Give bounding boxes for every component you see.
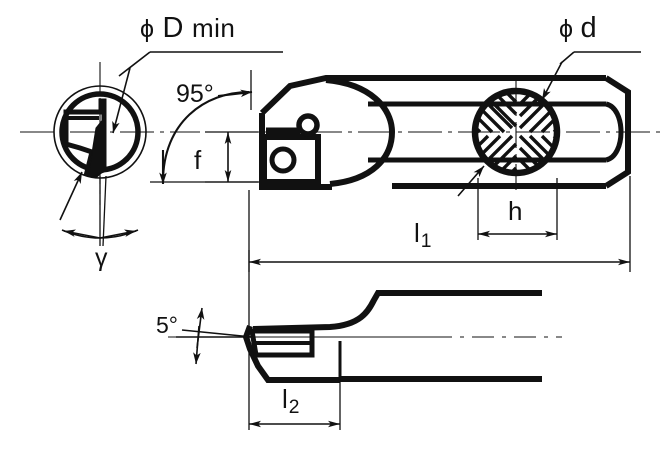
dmin-arrow-outer [59, 171, 83, 221]
angle-5-inclined-line [181, 329, 253, 338]
label-dimension-l1-base: l [414, 218, 420, 248]
label-dimension-h: h [508, 196, 523, 226]
angle-5-arrow-down [193, 325, 201, 365]
cutting-edge-wedge [87, 116, 105, 178]
label-diameter-min: ϕ D min [140, 14, 235, 43]
shank-end-cap-round [605, 101, 624, 163]
label-diameter-shank-value: d [580, 12, 597, 44]
dimension-l1 [248, 176, 631, 272]
clamp-screw [296, 113, 320, 137]
diameter-symbol-icon: ϕ [140, 15, 155, 43]
section-view-circle [457, 51, 641, 197]
insert-center-hole [269, 146, 297, 174]
gamma-arrow-left [63, 229, 101, 239]
dmin-leader [118, 51, 283, 77]
label-dimension-f: f [194, 145, 202, 175]
gamma-extension-lines [99, 175, 107, 247]
dmin-leader-arrow [112, 67, 131, 134]
label-dimension-l1-sub: 1 [420, 231, 432, 252]
label-dimension-l2-sub: 2 [288, 397, 300, 418]
section-hatching [475, 91, 557, 173]
insert-seat-outline [63, 98, 107, 178]
top-view [176, 290, 542, 383]
label-angle-5: 5° [156, 312, 178, 338]
dimension-h [477, 178, 558, 240]
phid-arrow-lower [457, 165, 485, 197]
gamma-arrow-right [99, 229, 137, 239]
dimension-l2 [248, 250, 341, 430]
head-top-profile [259, 75, 460, 116]
label-diameter-min-suffix: min [192, 13, 236, 43]
label-diameter-shank: ϕ d [559, 14, 597, 43]
angle-95-arrow-top [217, 89, 253, 98]
head-boss-arc [325, 77, 396, 187]
section-circle-outline [471, 87, 561, 177]
label-angle-95: 95° [176, 80, 214, 108]
shank-end-cap [604, 75, 631, 189]
label-angle-gamma: γ [95, 244, 108, 272]
end-view-left [53, 51, 283, 247]
diameter-symbol-icon-2: ϕ [559, 15, 574, 43]
side-view-main [259, 75, 631, 190]
phid-leader [559, 51, 641, 65]
label-dimension-l2-base: l [282, 384, 288, 414]
label-diameter-min-value: D [162, 12, 184, 44]
label-dimension-l1: l1 [414, 218, 431, 251]
top-view-insert-outline [249, 328, 315, 358]
phid-leader-arrow [541, 61, 563, 101]
label-dimension-l2: l2 [282, 384, 299, 417]
top-view-upper-profile [252, 290, 542, 332]
dimension-f [205, 131, 258, 183]
indexable-insert [261, 134, 321, 185]
